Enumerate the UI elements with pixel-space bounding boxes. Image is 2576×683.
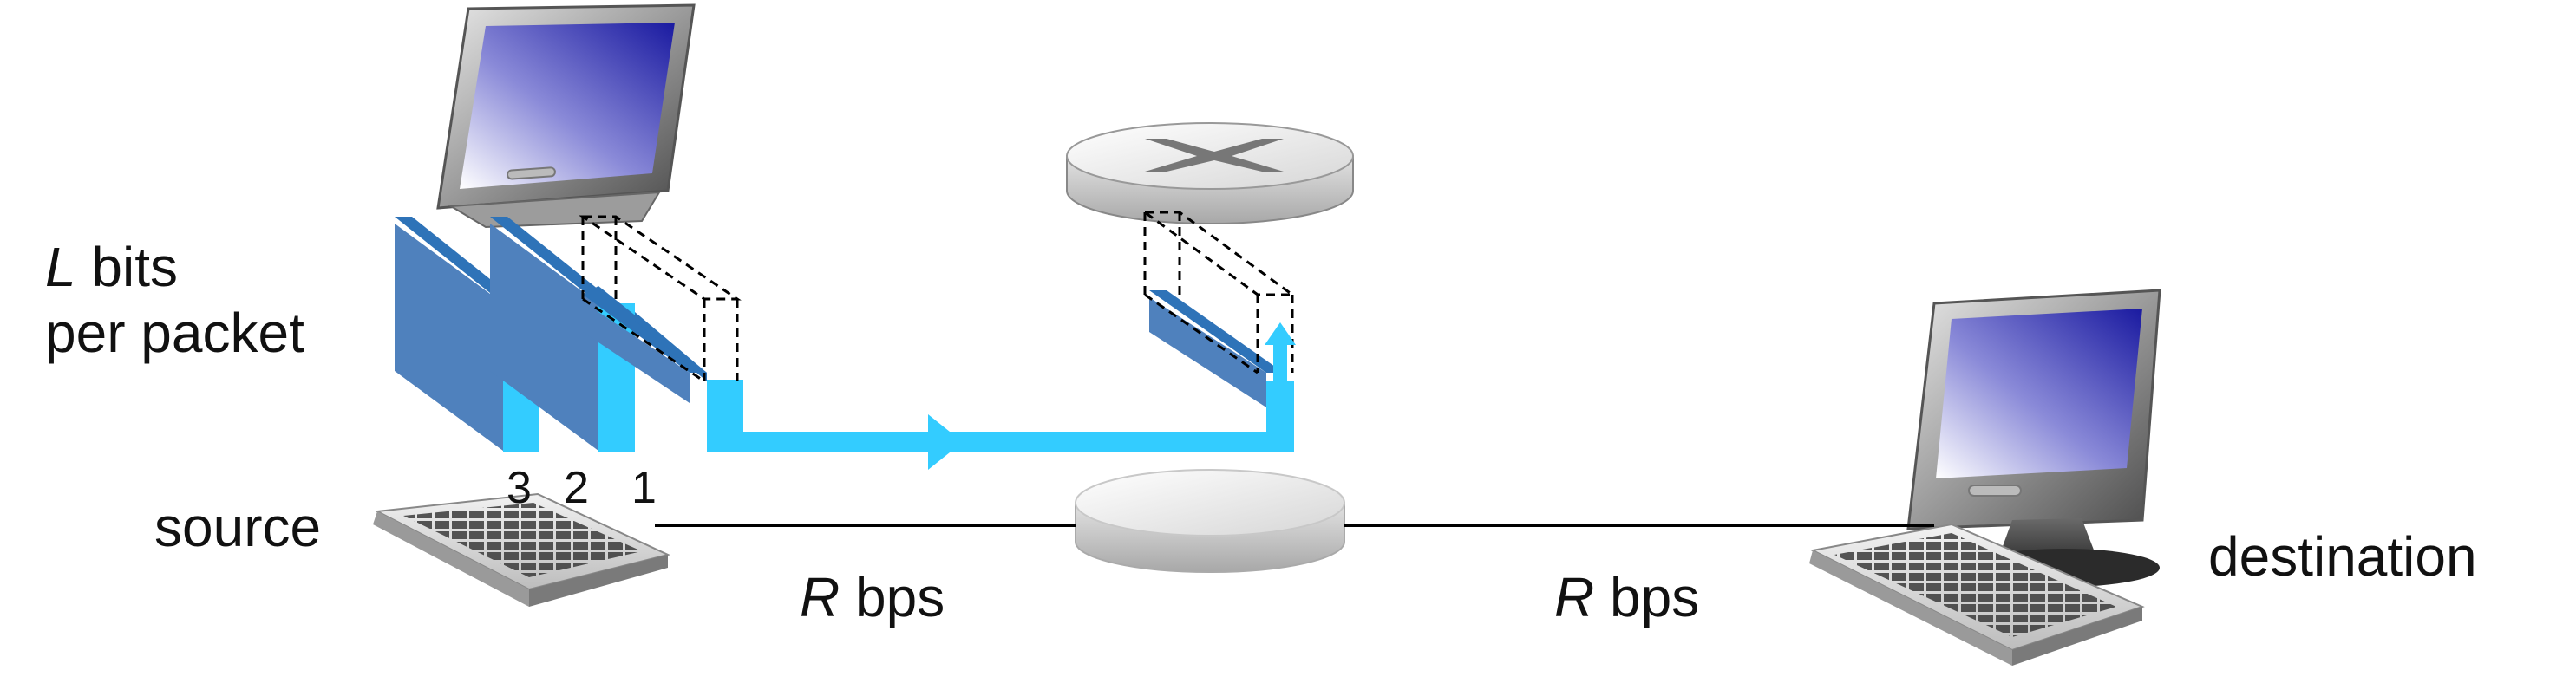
source-keyboard-icon <box>373 492 670 607</box>
packet-number-3: 3 <box>507 463 532 513</box>
link1-rate-unit: bps <box>840 566 945 628</box>
packet-at-router <box>1141 211 1297 407</box>
transmission-direction-arrow-icon <box>928 414 963 470</box>
router-icon <box>1075 469 1345 573</box>
link2-rate-label: R bps <box>1554 569 1699 625</box>
link1-rate-variable: R <box>800 566 840 628</box>
link1-rate-label: R bps <box>800 569 945 625</box>
packet-number-2: 2 <box>564 463 589 513</box>
destination-keyboard-icon <box>1809 523 2145 666</box>
packet-1 <box>579 215 743 452</box>
packet-number-1: 1 <box>631 463 657 513</box>
packet-size-unit: bits <box>75 236 178 298</box>
source-label: source <box>154 496 322 558</box>
packet-size-label-line2: per packet <box>45 302 304 364</box>
link2-rate-unit: bps <box>1594 566 1700 628</box>
link2-rate-variable: R <box>1554 566 1595 628</box>
source-monitor-icon <box>436 3 696 229</box>
transmission-path <box>742 322 1296 470</box>
packet-size-variable: L <box>45 236 76 298</box>
destination-label: destination <box>2208 525 2477 588</box>
transmission-up-arrow-icon <box>1265 322 1296 345</box>
packet-size-label: L bits <box>45 239 178 295</box>
router-top-icon <box>1066 122 1354 224</box>
